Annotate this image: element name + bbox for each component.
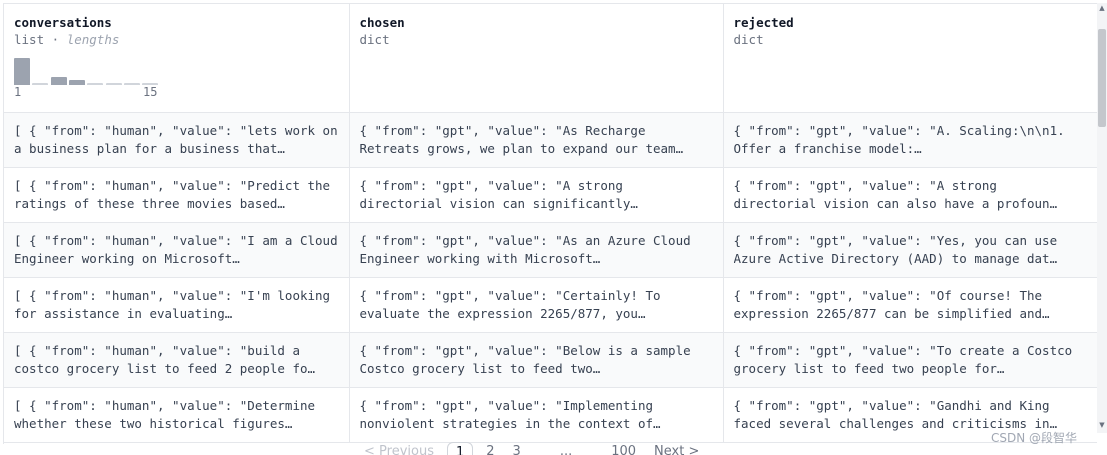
table-row[interactable]: [ { "from": "human", "value": "build a c… [4,332,1097,388]
cell-text: [ { "from": "human", "value": "Predict t… [14,177,331,211]
cell-text: { "from": "gpt", "value": "A. Scaling:\n… [733,122,1065,156]
cell-conversations[interactable]: [ { "from": "human", "value": "Determine… [4,387,350,443]
histogram-bar[interactable] [87,83,104,85]
histogram-range: 1 15 [14,85,164,99]
page-button[interactable]: 3 [512,444,521,455]
column-name: chosen [359,15,405,30]
pagination-ellipsis: ... [559,444,573,455]
column-type-label: dict [359,32,390,47]
vertical-scrollbar[interactable]: ▲ ▼ [1097,3,1107,433]
page-button-last[interactable]: 100 [611,444,637,455]
column-type-label: dict [733,32,764,47]
cell-chosen[interactable]: { "from": "gpt", "value": "As an Azure C… [349,222,724,278]
table-row[interactable]: [ { "from": "human", "value": "Determine… [4,387,1097,443]
dataset-viewer-table: conversations list · lengths 1 15 chosen… [3,3,1097,444]
cell-text: [ { "from": "human", "value": "I'm looki… [14,287,331,321]
column-header-chosen[interactable]: chosen dict [349,4,724,113]
cell-chosen[interactable]: { "from": "gpt", "value": "Certainly! To… [349,277,724,333]
cell-text: [ { "from": "human", "value": "build a c… [14,342,316,376]
triangle-up-icon[interactable]: ▲ [1099,4,1105,12]
cell-text: { "from": "gpt", "value": "A strong dire… [359,177,638,211]
cell-text: { "from": "gpt", "value": "To create a C… [733,342,1073,376]
cell-text: [ { "from": "human", "value": "lets work… [14,122,338,156]
cell-conversations[interactable]: [ { "from": "human", "value": "Predict t… [4,167,350,223]
watermark: CSDN @段智华 [991,431,1078,445]
cell-text: { "from": "gpt", "value": "Yes, you can … [733,232,1058,266]
page-button-current[interactable]: 1 [446,442,474,455]
cell-rejected[interactable]: { "from": "gpt", "value": "Gandhi and Ki… [723,387,1097,443]
table-row[interactable]: [ { "from": "human", "value": "Predict t… [4,167,1097,223]
column-name: conversations [14,15,112,30]
cell-conversations[interactable]: [ { "from": "human", "value": "I'm looki… [4,277,350,333]
table-header-row: conversations list · lengths 1 15 chosen… [4,4,1097,113]
column-type: list · lengths [14,31,339,49]
cell-rejected[interactable]: { "from": "gpt", "value": "Of course! Th… [723,277,1097,333]
triangle-down-icon[interactable]: ▼ [1099,421,1105,429]
histogram-max-label: 15 [143,85,158,99]
cell-chosen[interactable]: { "from": "gpt", "value": "Below is a sa… [349,332,724,388]
cell-chosen[interactable]: { "from": "gpt", "value": "As Recharge R… [349,112,724,168]
cell-text: { "from": "gpt", "value": "Below is a sa… [359,342,691,376]
cell-chosen[interactable]: { "from": "gpt", "value": "Implementing … [349,387,724,443]
cell-rejected[interactable]: { "from": "gpt", "value": "A strong dire… [723,167,1097,223]
cell-text: { "from": "gpt", "value": "As Recharge R… [359,122,684,156]
lengths-histogram[interactable] [14,51,164,85]
cell-conversations[interactable]: [ { "from": "human", "value": "I am a Cl… [4,222,350,278]
histogram-bar[interactable] [50,77,67,85]
page-button[interactable]: 2 [486,444,495,455]
column-header-rejected[interactable]: rejected dict [723,4,1097,113]
cell-text: { "from": "gpt", "value": "Certainly! To… [359,287,661,321]
cell-text: [ { "from": "human", "value": "I am a Cl… [14,232,338,266]
table-row[interactable]: [ { "from": "human", "value": "I'm looki… [4,277,1097,333]
histogram-bar[interactable] [32,83,49,85]
cell-text: [ { "from": "human", "value": "Determine… [14,397,316,431]
cell-text: { "from": "gpt", "value": "Of course! Th… [733,287,1050,321]
histogram-bar[interactable] [14,58,30,85]
table-row[interactable]: [ { "from": "human", "value": "lets work… [4,112,1097,168]
histogram-bar[interactable] [142,83,159,85]
cell-text: { "from": "gpt", "value": "Gandhi and Ki… [733,397,1058,431]
histogram-bar[interactable] [68,80,85,85]
cell-rejected[interactable]: { "from": "gpt", "value": "A. Scaling:\n… [723,112,1097,168]
histogram-min-label: 1 [14,85,22,99]
histogram-bar[interactable] [105,83,122,85]
table-row[interactable]: [ { "from": "human", "value": "I am a Cl… [4,222,1097,278]
next-page-link[interactable]: Next > [654,444,700,455]
cell-chosen[interactable]: { "from": "gpt", "value": "A strong dire… [349,167,724,223]
cell-text: { "from": "gpt", "value": "As an Azure C… [359,232,691,266]
histogram-bar[interactable] [123,83,140,85]
type-separator: · [51,32,60,47]
cell-conversations[interactable]: [ { "from": "human", "value": "lets work… [4,112,350,168]
column-subtype-label: lengths [66,32,120,47]
cell-rejected[interactable]: { "from": "gpt", "value": "Yes, you can … [723,222,1097,278]
column-name: rejected [733,15,794,30]
cell-text: { "from": "gpt", "value": "Implementing … [359,397,661,431]
pagination: < Previous 1 2 3 ... 100 Next > [350,442,708,455]
column-type-label: list [14,32,45,47]
cell-text: { "from": "gpt", "value": "A strong dire… [733,177,1058,211]
column-header-conversations[interactable]: conversations list · lengths 1 15 [4,4,350,113]
data-table: conversations list · lengths 1 15 chosen… [4,4,1097,443]
scrollbar-thumb[interactable] [1098,29,1106,127]
previous-page-link[interactable]: < Previous [364,444,434,455]
cell-conversations[interactable]: [ { "from": "human", "value": "build a c… [4,332,350,388]
cell-rejected[interactable]: { "from": "gpt", "value": "To create a C… [723,332,1097,388]
